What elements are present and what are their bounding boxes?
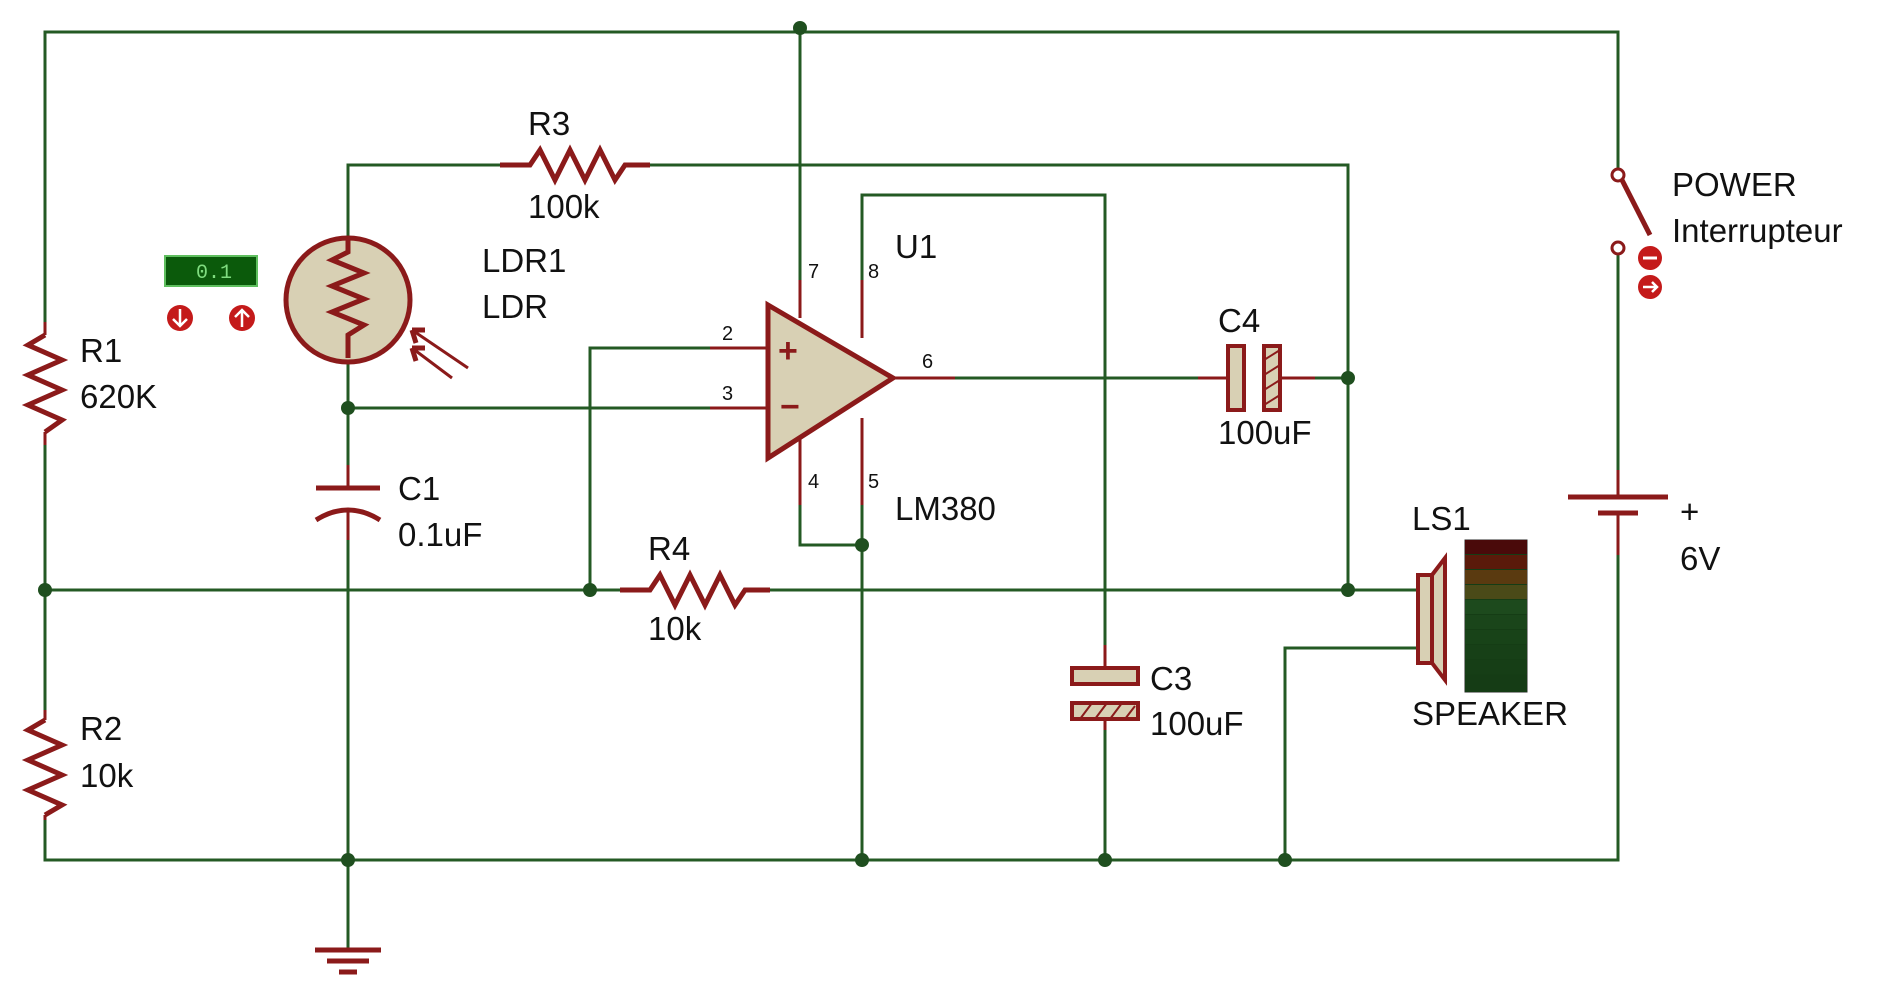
probe-value: 0.1	[196, 262, 232, 285]
ground-icon	[315, 947, 381, 975]
opamp-u1[interactable]: + − 2 3 7 8 4 5 6 U1 LM380	[710, 228, 996, 527]
junction-dot	[855, 538, 869, 552]
c3-value-label: 100uF	[1150, 705, 1244, 742]
up-arrow-icon[interactable]	[229, 305, 255, 331]
r2-value-label: 10k	[80, 757, 134, 794]
junction-dot	[38, 583, 52, 597]
junction-dots	[38, 21, 1355, 867]
pin-label-2: 2	[722, 323, 733, 345]
wire-pin4	[798, 503, 864, 547]
r2-ref-label: R2	[80, 710, 122, 747]
switch-close-icon[interactable]	[1638, 275, 1662, 299]
r4-value-label: 10k	[648, 610, 702, 647]
wires	[43, 30, 1620, 952]
junction-dot	[583, 583, 597, 597]
c4-ref-label: C4	[1218, 302, 1260, 339]
speaker-level-meter	[1464, 539, 1528, 693]
c3-ref-label: C3	[1150, 660, 1192, 697]
u1-ref-label: U1	[895, 228, 937, 265]
speaker-ls1[interactable]: LS1 SPEAKER	[1412, 500, 1568, 732]
battery-plus-label: +	[1680, 493, 1699, 530]
r1-value-label: 620K	[80, 378, 157, 415]
junction-dot	[1341, 583, 1355, 597]
ls1-ref-label: LS1	[1412, 500, 1471, 537]
opamp-minus-sign: −	[780, 388, 800, 426]
switch-open-icon[interactable]	[1638, 246, 1662, 270]
pin-label-5: 5	[868, 471, 879, 493]
resistor-r4[interactable]: R4 10k	[620, 530, 770, 647]
u1-value-label: LM380	[895, 490, 996, 527]
pin-label-3: 3	[722, 383, 733, 405]
power-switch[interactable]: POWER Interrupteur	[1610, 166, 1843, 299]
c1-ref-label: C1	[398, 470, 440, 507]
opamp-plus-sign: +	[778, 332, 798, 370]
capacitor-c3[interactable]: C3 100uF	[1070, 645, 1244, 742]
ldr-ldr1[interactable]: LDR1 LDR	[283, 235, 566, 380]
resistor-r1[interactable]: R1 620K	[21, 322, 157, 445]
light-level-probe[interactable]: 0.1	[164, 255, 258, 331]
switch-value-label: Interrupteur	[1672, 212, 1843, 249]
junction-dot	[855, 853, 869, 867]
capacitor-c4[interactable]: C4 100uF	[1198, 302, 1315, 451]
down-arrow-icon[interactable]	[167, 305, 193, 331]
resistor-r3[interactable]: R3 100k	[500, 105, 650, 225]
junction-dot	[1098, 853, 1112, 867]
ls1-value-label: SPEAKER	[1412, 695, 1568, 732]
junction-dot	[1278, 853, 1292, 867]
junction-dot	[341, 401, 355, 415]
r1-ref-label: R1	[80, 332, 122, 369]
r4-ref-label: R4	[648, 530, 690, 567]
resistor-r2[interactable]: R2 10k	[21, 710, 134, 820]
r3-value-label: 100k	[528, 188, 600, 225]
ldr1-value-label: LDR	[482, 288, 548, 325]
r3-ref-label: R3	[528, 105, 570, 142]
c1-value-label: 0.1uF	[398, 516, 482, 553]
junction-dot	[341, 853, 355, 867]
junction-dot	[793, 21, 807, 35]
capacitor-c1[interactable]: C1 0.1uF	[314, 465, 482, 553]
ldr1-ref-label: LDR1	[482, 242, 566, 279]
pin-label-6: 6	[922, 351, 933, 373]
battery-value-label: 6V	[1680, 540, 1720, 577]
switch-ref-label: POWER	[1672, 166, 1797, 203]
pin-label-4: 4	[808, 471, 819, 493]
pin-label-8: 8	[868, 261, 879, 283]
battery-6v[interactable]: + 6V	[1568, 470, 1720, 577]
c4-value-label: 100uF	[1218, 414, 1312, 451]
junction-dot	[1341, 371, 1355, 385]
probe-display	[164, 255, 258, 287]
pin-label-7: 7	[808, 261, 819, 283]
